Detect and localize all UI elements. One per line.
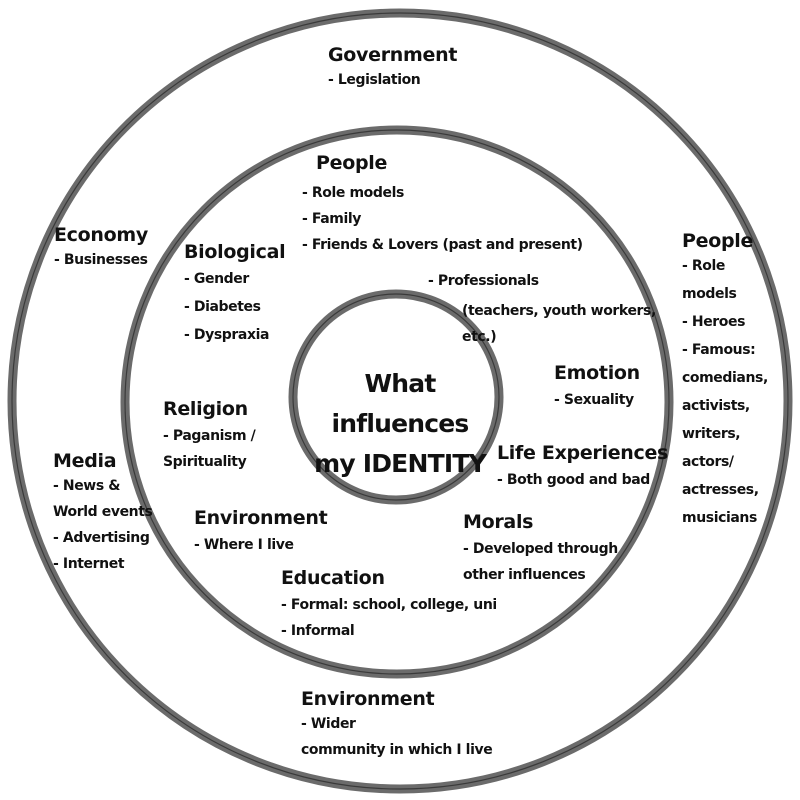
middle-biological-item: - Gender: [184, 271, 249, 287]
outer-economy-item: - Businesses: [54, 252, 148, 268]
middle-life-experiences-item: - Both good and bad: [497, 472, 650, 488]
middle-people-item: - Family: [302, 211, 361, 227]
outer-media-block: Media - News & World events - Advertisin…: [53, 450, 153, 583]
middle-people-heading: People: [316, 152, 388, 174]
middle-morals-item: - Developed through: [463, 541, 618, 557]
middle-religion-block: Religion - Paganism / Spirituality: [163, 398, 256, 481]
outer-economy-heading: Economy: [54, 224, 148, 246]
middle-religion-heading: Religion: [163, 398, 248, 420]
middle-people-items: - Role models - Family - Friends & Lover…: [302, 186, 583, 264]
center-title-line-1: What influences: [331, 369, 469, 438]
outer-people-item: models: [682, 286, 737, 302]
middle-education-item: - Informal: [281, 623, 355, 639]
middle-biological-heading: Biological: [184, 241, 286, 263]
outer-people-item: actors/: [682, 454, 734, 470]
outer-people-heading: People: [682, 230, 754, 252]
middle-professionals-detail: (teachers, youth workers, etc.): [462, 304, 656, 356]
middle-professionals-item: etc.): [462, 329, 497, 345]
middle-biological-item: - Dyspraxia: [184, 327, 270, 343]
inner-ring-edge: [292, 293, 500, 501]
outer-people-item: - Famous:: [682, 342, 756, 358]
outer-government-heading: Government: [328, 44, 458, 66]
outer-people-item: comedians,: [682, 370, 768, 386]
outer-environment-block: Environment - Wider community in which I…: [301, 688, 493, 769]
outer-environment-item: - Wider: [301, 716, 356, 732]
outer-people-item: actresses,: [682, 482, 759, 498]
middle-morals-heading: Morals: [463, 511, 534, 533]
middle-environment-heading: Environment: [194, 507, 328, 529]
middle-education-block: Education - Formal: school, college, uni…: [281, 569, 497, 650]
outer-people-item: musicians: [682, 510, 757, 526]
middle-life-experiences-block: Life Experiences - Both good and bad: [497, 444, 668, 499]
outer-economy-block: Economy - Businesses: [54, 226, 148, 279]
middle-people-item: - Role models: [302, 185, 404, 201]
outer-government-block: Government - Legislation: [328, 46, 457, 99]
middle-emotion-heading: Emotion: [554, 362, 640, 384]
middle-emotion-item: - Sexuality: [554, 392, 634, 408]
center-title-line-2: my IDENTITY: [314, 449, 487, 478]
middle-people-item: - Friends & Lovers (past and present): [302, 237, 583, 253]
middle-biological-block: Biological - Gender - Diabetes - Dysprax…: [184, 241, 286, 356]
middle-biological-item: - Diabetes: [184, 299, 261, 315]
outer-people-item: writers,: [682, 426, 741, 442]
middle-morals-item: other influences: [463, 567, 586, 583]
middle-professionals-block: - Professionals: [428, 274, 539, 300]
outer-people-block: People - Role models - Heroes - Famous: …: [682, 232, 768, 539]
outer-ring-edge: [11, 12, 789, 790]
outer-environment-item: community in which I live: [301, 742, 493, 758]
outer-media-heading: Media: [53, 450, 117, 472]
middle-professionals-item: - Professionals: [428, 273, 539, 289]
middle-professionals-item: (teachers, youth workers,: [462, 303, 656, 319]
outer-people-item: - Role: [682, 258, 725, 274]
center-title: What influences my IDENTITY: [300, 364, 500, 484]
middle-morals-block: Morals - Developed through other influen…: [463, 513, 618, 594]
middle-education-heading: Education: [281, 567, 385, 589]
outer-media-item: World events: [53, 504, 153, 520]
middle-emotion-block: Emotion - Sexuality: [554, 364, 640, 419]
middle-religion-item: Spirituality: [163, 454, 247, 470]
outer-media-item: - Advertising: [53, 530, 150, 546]
middle-education-item: - Formal: school, college, uni: [281, 597, 497, 613]
middle-environment-block: Environment - Where I live: [194, 507, 328, 564]
middle-people-block: People: [316, 154, 387, 181]
outer-media-item: - Internet: [53, 556, 125, 572]
outer-people-item: activists,: [682, 398, 750, 414]
outer-environment-heading: Environment: [301, 688, 435, 710]
outer-media-item: - News &: [53, 478, 121, 494]
middle-ring-edge: [124, 129, 670, 675]
outer-government-item: - Legislation: [328, 72, 421, 88]
middle-environment-item: - Where I live: [194, 537, 294, 553]
outer-people-item: - Heroes: [682, 314, 746, 330]
middle-life-experiences-heading: Life Experiences: [497, 442, 669, 464]
middle-religion-item: - Paganism /: [163, 428, 256, 444]
